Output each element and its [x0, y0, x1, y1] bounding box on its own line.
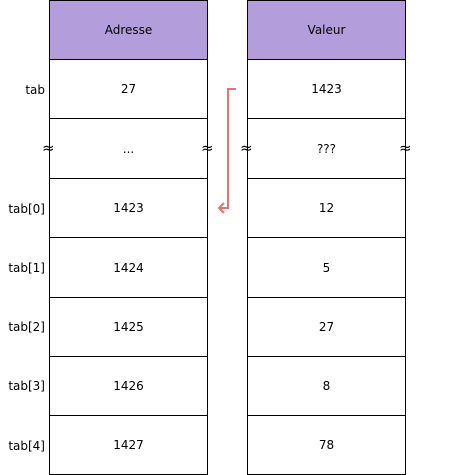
address-cell-tab4: 1427: [49, 415, 208, 475]
address-header: Adresse: [49, 0, 208, 60]
row-label-tab2: tab[2]: [8, 320, 45, 334]
value-cell-tab2: 27: [247, 297, 406, 357]
address-cell-tab: 27: [49, 59, 208, 119]
break-mark-right-value: ≈: [399, 139, 412, 157]
value-cell-gap: ???: [247, 118, 406, 179]
row-label-tab0: tab[0]: [8, 202, 45, 216]
break-mark-right-address: ≈: [201, 139, 214, 157]
pointer-arrowhead: [217, 202, 225, 214]
value-header: Valeur: [247, 0, 406, 60]
break-mark-left-value: ≈: [240, 139, 253, 157]
address-cell-tab1: 1424: [49, 237, 208, 298]
value-cell-tab: 1423: [247, 59, 406, 119]
pointer-arrow-line: [220, 88, 236, 209]
address-cell-tab2: 1425: [49, 297, 208, 357]
value-cell-tab4: 78: [247, 415, 406, 475]
row-label-tab: tab: [25, 83, 45, 97]
row-label-tab3: tab[3]: [8, 379, 45, 393]
value-cell-tab3: 8: [247, 356, 406, 416]
value-cell-tab0: 12: [247, 178, 406, 238]
value-cell-tab1: 5: [247, 237, 406, 298]
row-label-tab1: tab[1]: [8, 261, 45, 275]
break-mark-left-address: ≈: [42, 139, 55, 157]
address-cell-tab3: 1426: [49, 356, 208, 416]
row-label-tab4: tab[4]: [8, 439, 45, 453]
address-cell-gap: ...: [49, 118, 208, 179]
address-cell-tab0: 1423: [49, 178, 208, 238]
